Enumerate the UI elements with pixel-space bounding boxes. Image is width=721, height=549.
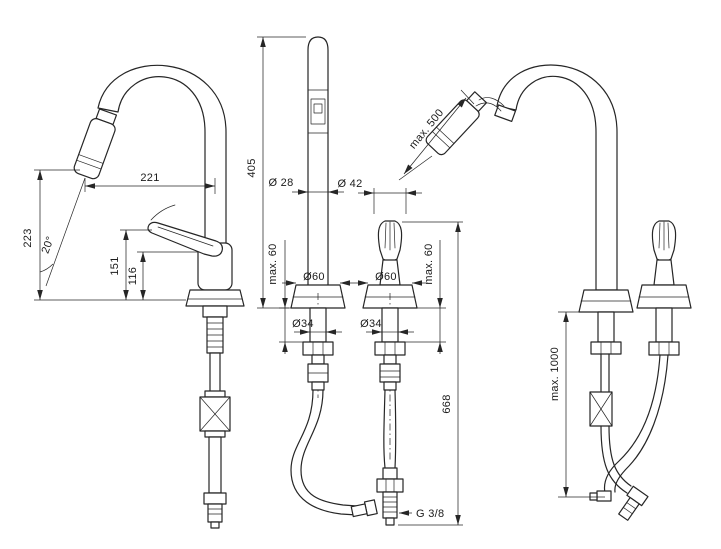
front-handle-dimensions: Ø 42 Ø60 max. 60 Ø34 G 3/8 xyxy=(337,178,446,520)
pullout-dimensions: max. 500 max. 1000 xyxy=(398,89,605,498)
pullout-handle-unit xyxy=(636,220,692,356)
side-underdeck-assembly xyxy=(199,305,231,529)
thread-label: G 3/8 xyxy=(416,508,444,520)
dim-body-height-label: 116 xyxy=(127,267,139,285)
dia-handle-label: Ø 42 xyxy=(337,178,362,190)
dim-spout-height-label: 223 xyxy=(22,228,34,247)
pullout-spout-arch xyxy=(496,64,618,291)
dim-lever-height-label: 151 xyxy=(109,256,121,275)
dim-hose-length-label: max. 1000 xyxy=(549,347,561,401)
front-spout-view: 405 Ø 28 Ø60 max. 60 Ø34 668 xyxy=(246,36,463,526)
front-handle-knob xyxy=(377,220,403,286)
dia-shank-left-label: Ø34 xyxy=(292,318,314,330)
side-lever-handle xyxy=(147,204,223,257)
dim-spout-reach-label: 221 xyxy=(140,172,159,184)
side-dimensions: 223 221 20° 151 116 xyxy=(22,169,216,301)
pullout-view: max. 500 max. 1000 xyxy=(398,64,692,521)
pullout-hoses xyxy=(589,353,669,521)
dim-deck-max-left-label: max. 60 xyxy=(267,243,279,284)
dim-deck-max-right-label: max. 60 xyxy=(423,243,435,284)
front-spout-dimensions: 405 Ø 28 Ø60 max. 60 Ø34 668 xyxy=(246,36,463,526)
dia-escutcheon2-label: Ø60 xyxy=(375,271,397,283)
front-handle-view: Ø 42 Ø60 max. 60 Ø34 G 3/8 xyxy=(337,178,446,526)
front-spout-pipe xyxy=(307,36,329,291)
dim-height-above-deck-label: 405 xyxy=(246,158,258,177)
dia-escutcheon-label: Ø60 xyxy=(303,271,325,283)
pullout-spout-base xyxy=(578,289,634,355)
dia-shank-right-label: Ø34 xyxy=(360,318,382,330)
front-spout-underdeck xyxy=(290,293,378,518)
dia-pipe-label: Ø 28 xyxy=(268,177,293,189)
side-spray-head xyxy=(73,108,118,180)
front-handle-underdeck xyxy=(374,293,406,526)
dim-spray-angle-label: 20° xyxy=(40,235,57,256)
side-escutcheon xyxy=(185,289,245,307)
pullout-spout-nipple xyxy=(494,104,517,123)
side-view: 223 221 20° 151 116 xyxy=(22,64,245,529)
dim-below-deck-length-label: 668 xyxy=(441,394,453,413)
